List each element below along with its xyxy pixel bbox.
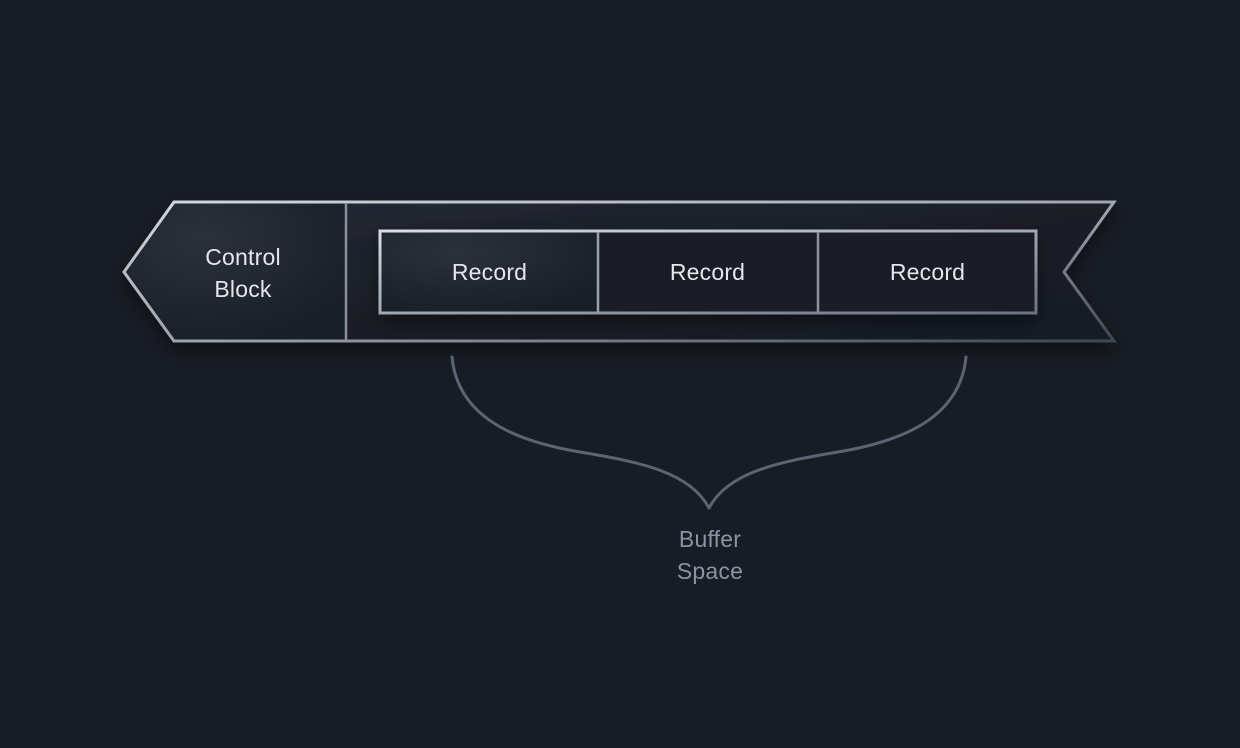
record-cell xyxy=(381,232,598,312)
control-block-label: Control Block xyxy=(163,241,323,305)
buffer-space-label-line2: Space xyxy=(676,558,744,584)
buffer-space-label-line1: Buffer xyxy=(678,526,742,552)
control-block-label-line2: Block xyxy=(214,276,272,302)
record-label: Record xyxy=(889,259,966,285)
control-block xyxy=(127,204,345,339)
record-label: Record xyxy=(669,259,746,285)
control-block-label-line1: Control xyxy=(205,244,281,270)
record-label: Record xyxy=(451,259,528,285)
buffer-space-label: Buffer Space xyxy=(630,523,790,587)
buffer-space-brace xyxy=(450,355,968,510)
